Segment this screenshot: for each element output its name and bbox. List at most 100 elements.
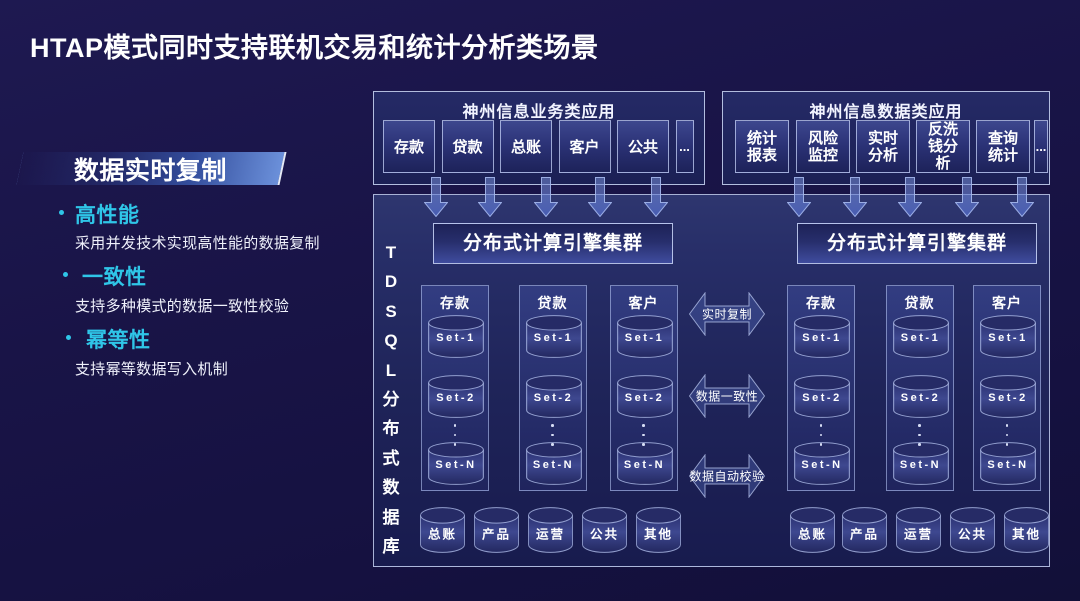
app-item-more: ... xyxy=(675,120,694,173)
app-item-label: 反洗 钱分 析 xyxy=(927,121,958,172)
database-cylinder: 其他 xyxy=(636,507,681,553)
database-cylinder: 运营 xyxy=(896,507,941,553)
set-group: 贷款 Set-1 Set-2 Set-N xyxy=(518,285,587,491)
database-cylinder: 公共 xyxy=(582,507,627,553)
sync-arrow-label: 数据一致性 xyxy=(695,389,759,404)
set-group: 存款 Set-1 Set-2 Set-N xyxy=(421,285,489,491)
database-cylinder: Set-1 xyxy=(980,315,1036,358)
bullet-dot-icon xyxy=(59,210,64,215)
database-cylinder: Set-N xyxy=(525,442,582,485)
flow-down-arrow-icon xyxy=(588,177,612,217)
vertical-label-char: 式 xyxy=(382,448,400,468)
app-item: 风险 监控 xyxy=(796,120,850,173)
app-item: 统计 报表 xyxy=(735,120,789,173)
vertical-label-char: 据 xyxy=(382,507,400,527)
database-cylinder: 产品 xyxy=(474,507,519,553)
flow-down-arrow-icon xyxy=(955,177,979,217)
database-cylinder: Set-1 xyxy=(616,315,673,358)
cylinder-label: 公共 xyxy=(957,527,987,542)
app-item: 客户 xyxy=(558,120,611,173)
vertical-label-char: D xyxy=(384,272,398,292)
business-apps-title: 神州信息业务类应用 xyxy=(462,104,616,121)
cylinder-label: 总账 xyxy=(797,527,827,542)
flow-down-arrow-icon xyxy=(478,177,502,217)
business-apps-box: 神州信息业务类应用 存款 贷款 总账 客户 公共 ... xyxy=(373,91,705,185)
set-group-title: 客户 xyxy=(992,295,1022,311)
cylinder-label: 其他 xyxy=(643,527,673,542)
database-cylinder: Set-2 xyxy=(616,375,673,418)
bullet-heading: 一致性 xyxy=(82,266,147,289)
cylinder-label: 产品 xyxy=(849,527,879,542)
compute-engine-cluster: 分布式计算引擎集群 xyxy=(433,223,673,264)
bullet-dot-icon xyxy=(63,272,68,277)
flow-down-arrow-icon xyxy=(787,177,811,217)
set-group-title: 贷款 xyxy=(537,295,568,311)
left-banner-label: 数据实时复制 xyxy=(73,156,227,185)
vertical-label-char: 库 xyxy=(382,537,400,557)
cylinder-label: Set-N xyxy=(801,459,843,472)
bullet-description: 支持幂等数据写入机制 xyxy=(75,361,229,378)
set-group-title: 贷款 xyxy=(904,295,935,311)
sync-arrow-label: 数据自动校验 xyxy=(689,469,765,484)
app-item-label: 公共 xyxy=(627,139,658,156)
vertical-label-char: T xyxy=(385,243,397,262)
cylinder-label: 其他 xyxy=(1011,527,1041,542)
left-banner: 数据实时复制 xyxy=(16,152,287,185)
cylinder-label: 运营 xyxy=(903,527,933,542)
ellipsis-dots-icon xyxy=(422,424,488,446)
vertical-label-char: S xyxy=(385,301,397,321)
cylinder-label: Set-N xyxy=(899,459,942,472)
ellipsis-dots-icon xyxy=(611,424,677,446)
vertical-label-char: 分 xyxy=(382,390,400,410)
app-more-label: ... xyxy=(679,139,690,154)
app-item: 贷款 xyxy=(441,120,494,173)
cylinder-label: Set-1 xyxy=(624,332,665,345)
set-group-title: 客户 xyxy=(628,295,659,311)
flow-down-arrow-icon xyxy=(1010,177,1034,217)
database-cylinder: 其他 xyxy=(1004,507,1049,553)
cylinder-label: Set-1 xyxy=(802,332,842,345)
data-apps-title: 神州信息数据类应用 xyxy=(809,104,963,121)
cylinder-label: Set-N xyxy=(435,459,477,472)
database-cylinder: Set-N xyxy=(892,442,949,485)
cylinder-label: Set-2 xyxy=(624,392,665,405)
cylinder-label: Set-2 xyxy=(988,392,1028,405)
vertical-label-char: 数 xyxy=(382,478,400,498)
app-item-label: 客户 xyxy=(569,139,600,156)
bullet-heading: 高性能 xyxy=(75,204,140,227)
flow-down-arrow-icon xyxy=(898,177,922,217)
set-group-title: 存款 xyxy=(806,295,836,311)
sync-double-arrow: 数据一致性 xyxy=(689,374,765,418)
flow-down-arrow-icon xyxy=(644,177,668,217)
cylinder-label: 总账 xyxy=(427,527,457,542)
database-cylinder: Set-2 xyxy=(428,375,484,418)
database-cylinder: 运营 xyxy=(528,507,573,553)
database-cylinder: 总账 xyxy=(790,507,835,553)
sync-arrow-label: 实时复制 xyxy=(701,307,752,322)
app-item: 公共 xyxy=(617,120,669,173)
set-group: 存款 Set-1 Set-2 Set-N xyxy=(787,285,855,491)
database-cylinder: 公共 xyxy=(950,507,995,553)
cylinder-label: Set-2 xyxy=(900,392,941,405)
flow-down-arrow-icon xyxy=(534,177,558,217)
app-item: 查询 统计 xyxy=(976,120,1030,173)
cylinder-label: Set-N xyxy=(623,459,666,472)
cylinder-label: 产品 xyxy=(481,527,511,542)
app-item: 总账 xyxy=(500,120,552,173)
cylinder-label: Set-1 xyxy=(436,332,476,345)
database-cylinder: Set-1 xyxy=(525,315,582,358)
database-cylinder: 总账 xyxy=(420,507,465,553)
app-item-label: 风险 监控 xyxy=(807,129,838,164)
cylinder-label: Set-1 xyxy=(988,332,1028,345)
cylinder-label: 公共 xyxy=(589,527,619,542)
database-cylinder: Set-2 xyxy=(794,375,850,418)
app-item-label: 查询 统计 xyxy=(987,129,1018,164)
vertical-label-char: 布 xyxy=(382,419,400,439)
app-more-label: ... xyxy=(1035,139,1047,154)
vertical-label-char: Q xyxy=(384,331,398,351)
set-group-title: 存款 xyxy=(440,295,470,311)
cylinder-label: Set-2 xyxy=(436,392,476,405)
cylinder-label: Set-1 xyxy=(533,332,574,345)
database-cylinder: Set-N xyxy=(428,442,484,485)
